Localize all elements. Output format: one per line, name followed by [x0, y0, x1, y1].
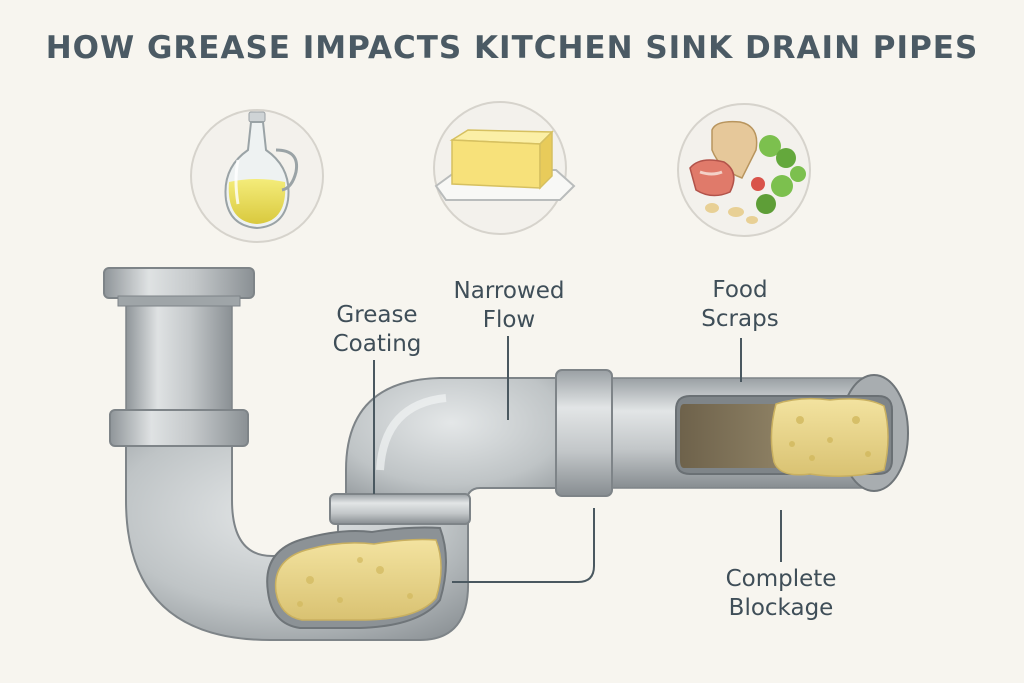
grease-coating-label-line2: Coating: [318, 330, 436, 359]
food-scraps-label-line1: Food: [680, 276, 800, 305]
food-scraps-icon: [678, 104, 810, 236]
complete-blockage-label-line2: Blockage: [706, 594, 856, 623]
butter-icon: [434, 102, 574, 234]
complete-blockage-label: Complete Blockage: [706, 565, 856, 623]
food-scraps-label: Food Scraps: [680, 276, 800, 334]
narrowed-flow-label-line2: Flow: [434, 306, 584, 335]
grease-coating-deposit: [276, 540, 441, 621]
food-scraps-label-line2: Scraps: [680, 305, 800, 334]
narrowed-flow-label-line1: Narrowed: [434, 277, 584, 306]
grease-coating-label-line1: Grease: [318, 301, 436, 330]
sludge-deposit: [680, 404, 786, 468]
trap-arm-elbow: [330, 378, 580, 524]
narrowed-flow-label: Narrowed Flow: [434, 277, 584, 335]
oil-bottle-icon: [191, 110, 323, 242]
complete-blockage-label-line1: Complete: [706, 565, 856, 594]
grease-coating-label: Grease Coating: [318, 301, 436, 359]
horizontal-drain-pipe: [556, 370, 908, 496]
